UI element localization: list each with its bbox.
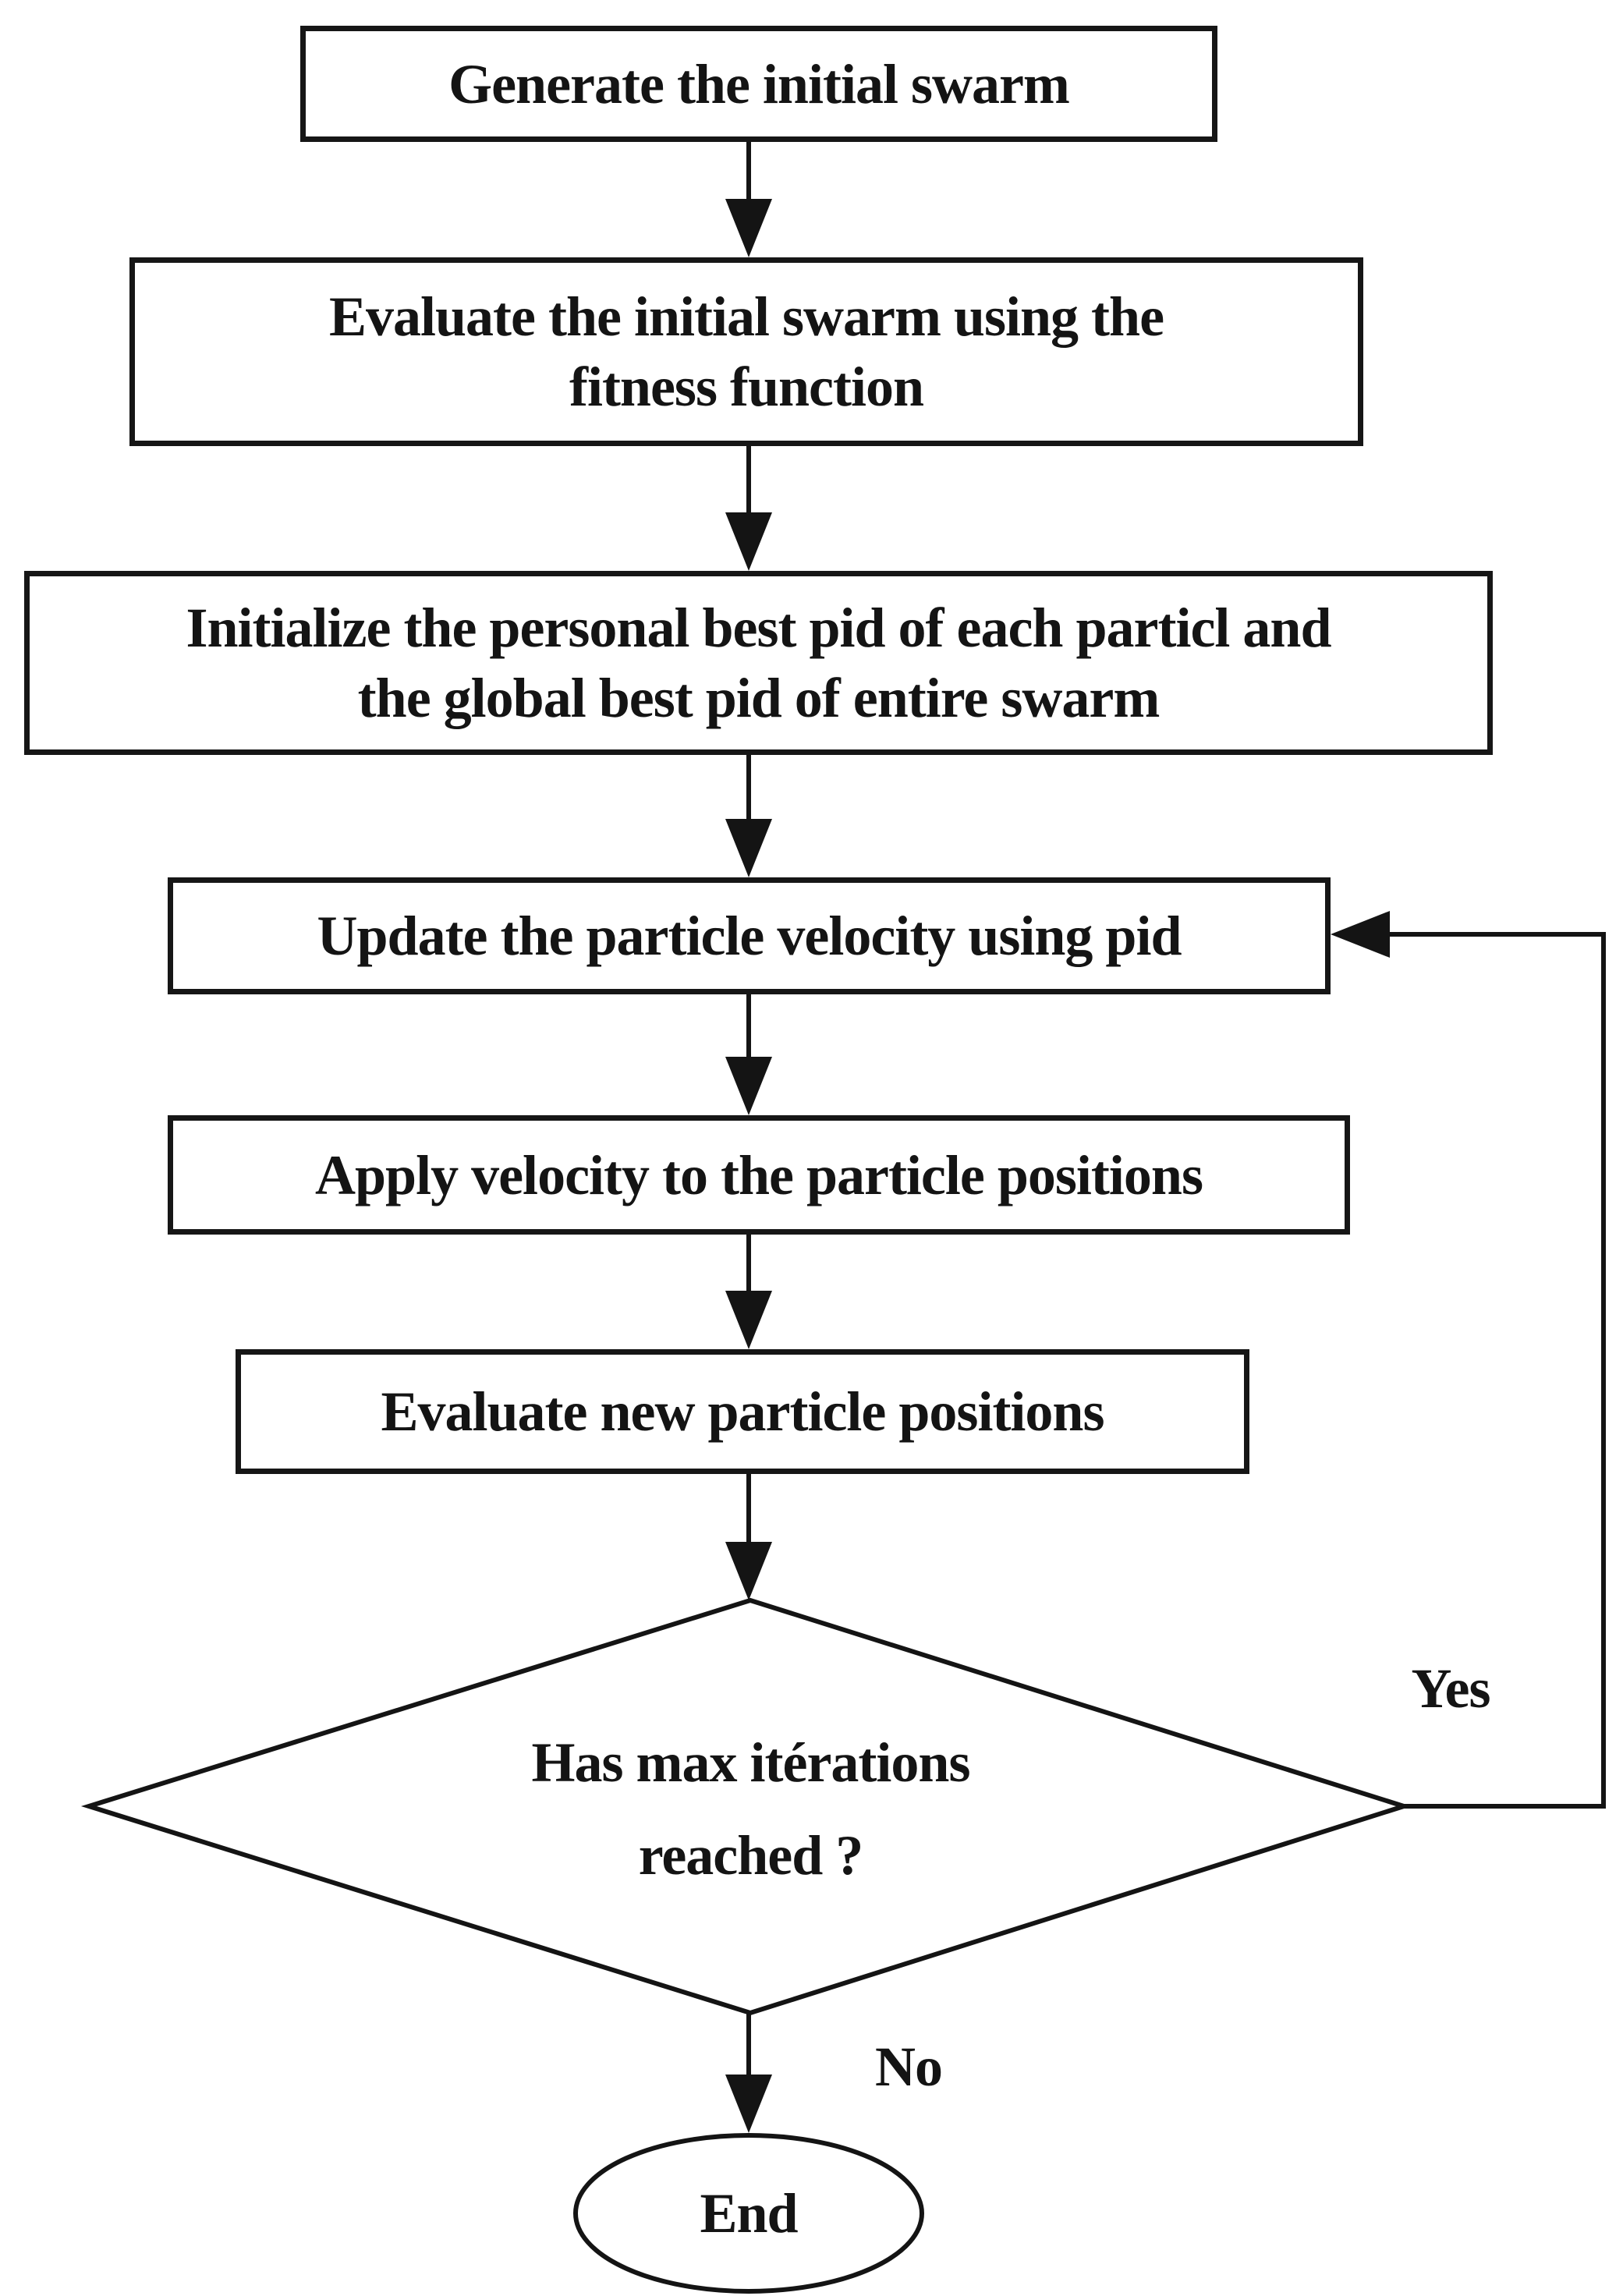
arrowhead-down-icon — [725, 819, 772, 877]
end-ellipse-shape — [573, 2133, 924, 2294]
node-update-velocity: Update the particle velocity using pid — [168, 877, 1331, 994]
node-label: Evaluate new particle positions — [381, 1380, 1104, 1443]
node-label: Update the particle velocity using pid — [317, 905, 1182, 967]
node-initialize-best: Initialize the personal best pid of each… — [24, 571, 1493, 755]
node-evaluate-new-positions: Evaluate new particle positions — [236, 1349, 1249, 1474]
node-label: Evaluate the initial swarm using the — [328, 285, 1164, 348]
edge-label-no: No — [875, 2036, 943, 2098]
arrowhead-down-icon — [725, 1542, 772, 1600]
node-evaluate-initial-swarm: Evaluate the initial swarm using the fit… — [129, 257, 1363, 446]
node-label: fitness function — [569, 356, 924, 418]
node-label: the global best pid of entire swarm — [357, 667, 1161, 729]
node-apply-velocity: Apply velocity to the particle positions — [168, 1115, 1350, 1235]
node-label: reached ? — [638, 1824, 864, 1887]
edge-yes-feedback — [1345, 932, 1606, 1809]
arrowhead-left-icon — [1331, 911, 1390, 958]
edge-label-yes: Yes — [1411, 1657, 1491, 1720]
node-label: Initialize the personal best pid of each… — [186, 597, 1331, 659]
node-label: End — [700, 2182, 798, 2245]
node-generate-swarm: Generate the initial swarm — [300, 26, 1217, 142]
arrowhead-down-icon — [725, 1291, 772, 1349]
node-label: Generate the initial swarm — [448, 52, 1070, 115]
node-label: Has max itérations — [531, 1731, 971, 1795]
arrowhead-down-icon — [725, 1057, 772, 1115]
node-max-iterations-decision: Has max itérations reached ? — [386, 1685, 1115, 1934]
arrowhead-down-icon — [725, 199, 772, 257]
node-label: Apply velocity to the particle positions — [315, 1143, 1203, 1206]
node-end: End — [573, 2174, 924, 2252]
arrowhead-down-icon — [725, 2075, 772, 2133]
arrowhead-down-icon — [725, 512, 772, 571]
